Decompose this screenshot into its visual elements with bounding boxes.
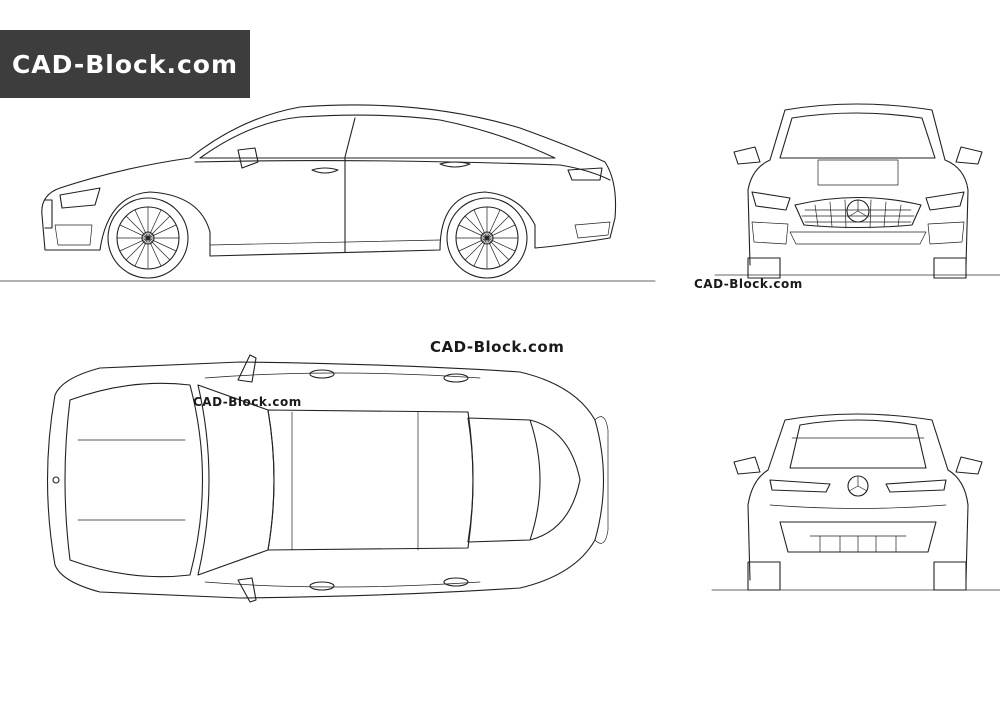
top-roof (267, 409, 474, 551)
top-door-handle-1 (309, 369, 335, 379)
side-rear-wheel (446, 197, 528, 279)
rear-diffuser (779, 521, 937, 553)
top-door-handle-2 (443, 373, 469, 383)
rear-right-mirror (955, 456, 983, 475)
front-right-headlight (925, 191, 965, 211)
rear-trunk-line (769, 504, 947, 509)
side-front-wheel (107, 197, 189, 279)
star-emblem-icon (846, 199, 870, 223)
top-rear-window (467, 417, 541, 543)
top-side-window-lower (204, 581, 481, 588)
side-beltline (194, 159, 611, 181)
side-front-door-handle (311, 167, 339, 174)
side-taillight (567, 167, 603, 181)
top-star-emblem-icon (52, 476, 60, 484)
side-view (0, 104, 656, 282)
rear-left-taillight (769, 479, 831, 493)
top-windshield (197, 384, 275, 576)
side-rocker-panel (209, 239, 441, 246)
rear-left-tire (747, 561, 781, 591)
side-mirror (237, 147, 259, 169)
front-sunvisor (817, 159, 899, 186)
rear-body-outline (747, 413, 969, 581)
side-rear-door-handle (439, 161, 471, 168)
rear-window (789, 419, 927, 469)
front-left-mirror (733, 146, 761, 165)
side-body-outline (41, 104, 617, 257)
side-window-frame (199, 114, 556, 159)
front-right-tire (933, 257, 967, 279)
top-hood (64, 382, 204, 578)
front-left-tire (747, 257, 781, 279)
front-lower-intake (789, 231, 927, 245)
front-view (714, 103, 1000, 279)
top-left-mirror (237, 354, 257, 383)
side-headlight (59, 187, 101, 209)
front-left-vent (751, 221, 789, 245)
side-b-pillar (344, 117, 356, 158)
top-side-window-upper (204, 372, 481, 379)
top-right-mirror (237, 577, 257, 603)
front-left-headlight (751, 191, 791, 211)
top-rear-bumper (594, 416, 609, 544)
watermark-top-large: CAD-Block.com (430, 338, 565, 356)
rear-view (711, 413, 1000, 591)
front-windshield (779, 112, 936, 159)
side-front-grille (44, 199, 53, 229)
top-door-handle-3 (309, 581, 335, 591)
front-body-outline (747, 103, 969, 266)
top-view (46, 354, 609, 603)
watermark-top-small: CAD-Block.com (193, 395, 302, 409)
rear-right-tire (933, 561, 967, 591)
top-body-outline (46, 361, 605, 599)
side-rear-diffuser (574, 221, 611, 239)
watermark-front: CAD-Block.com (694, 277, 803, 291)
side-front-bumper-vent (54, 224, 93, 246)
front-right-vent (927, 221, 965, 245)
brand-badge-label: CAD-Block.com (11, 49, 239, 79)
top-door-handle-4 (443, 577, 469, 587)
rear-left-mirror (733, 456, 761, 475)
front-right-mirror (955, 146, 983, 165)
rear-right-taillight (885, 479, 947, 493)
top-trunk (529, 419, 581, 541)
brand-badge: CAD-Block.com (0, 30, 250, 98)
rear-star-emblem-icon (847, 475, 869, 497)
rear-diffuser-fins (809, 535, 907, 553)
